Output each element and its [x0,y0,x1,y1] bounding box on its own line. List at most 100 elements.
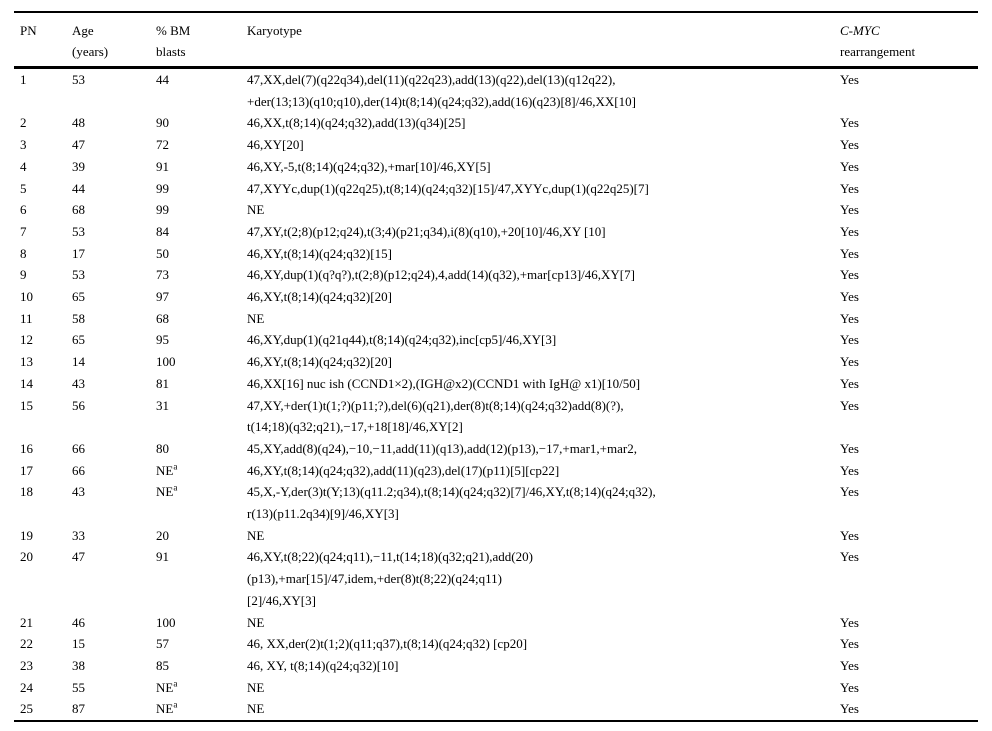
karyotype-line: 46, XY, t(8;14)(q24;q32)[10] [247,657,399,673]
cell-age: 87 [72,701,85,717]
cell-karyotype: 47,XY,+der(1)t(1;?)(p11;?),del(6)(q21),d… [247,395,840,438]
cell-karyotype: NE [247,199,840,221]
cell-age: 46 [72,614,85,630]
karyotype-line: 47,XX,del(7)(q22q34),del(11)(q22q23),add… [247,72,616,87]
cell-age: 39 [72,158,85,174]
cell-age: 66 [72,440,85,456]
cell-age: 68 [72,202,85,218]
karyotype-line: 45,X,-Y,der(3)t(Y;13)(q11.2;q34),t(8;14)… [247,484,656,500]
header-bm-blasts-line1: % BM [156,23,191,38]
cell-cmyc-rearrangement: Yes [840,440,859,456]
cell-bm-blasts: 57 [156,636,169,652]
cell-pn: 21 [20,614,33,630]
cell-pn: 16 [20,440,33,456]
karyotype-line: +der(13;13)(q10;q10),der(14)t(8;14)(q24;… [247,93,636,109]
cell-cmyc-rearrangement: Yes [840,462,859,478]
header-cmyc-line2: rearrangement [840,44,916,59]
cell-pn: 17 [20,462,33,478]
cell-bm-blasts: 31 [156,397,169,413]
cell-cmyc-rearrangement: Yes [840,223,859,239]
cell-karyotype: 47,XX,del(7)(q22q34),del(11)(q22q23),add… [247,69,840,112]
cell-pn: 8 [20,245,27,261]
cell-bm-blasts: 84 [156,223,169,239]
cell-karyotype: 46,XY,t(8;14)(q24;q32)[20] [247,351,840,373]
karyotype-line: [2]/46,XY[3] [247,592,316,608]
cell-pn: 5 [20,180,27,196]
cell-pn: 18 [20,484,33,500]
karyotype-line: 46,XY,t(8;14)(q24;q32)[20] [247,354,392,370]
cell-age: 47 [72,549,85,565]
table-row: 18 43 NEa 45,X,-Y,der(3)t(Y;13)(q11.2;q34),… [14,481,978,524]
cell-cmyc-rearrangement: Yes [840,289,859,305]
cell-pn: 10 [20,289,33,305]
cell-bm-blasts: 99 [156,180,169,196]
header-pn: PN [20,23,37,38]
cell-cmyc-rearrangement: Yes [840,158,859,174]
cell-bm-blasts: 80 [156,440,169,456]
cell-karyotype: 47,XY,t(2;8)(p12;q24),t(3;4)(p21;q34),i(… [247,221,840,243]
cell-pn: 2 [20,115,27,131]
cell-age: 43 [72,484,85,500]
cell-bm-blasts: NEa [156,483,178,500]
header-karyotype: Karyotype [247,23,302,38]
header-age-line2: (years) [72,44,109,59]
header-cmyc-rearrangement: C-MYC rearrangement [840,20,978,62]
cell-age: 48 [72,115,85,131]
cell-age: 43 [72,375,85,391]
cell-cmyc-rearrangement: Yes [840,354,859,370]
cell-pn: 23 [20,657,33,673]
cell-cmyc-rearrangement: Yes [840,310,859,326]
cell-bm-blasts: 95 [156,332,169,348]
karyotype-line: NE [247,202,265,218]
header-bm-blasts: % BM blasts [156,20,247,62]
blasts-footnote-marker: a [173,700,178,711]
header-age-line1: Age [72,23,94,38]
cell-pn: 12 [20,332,33,348]
cell-karyotype: 46,XX[16] nuc ish (CCND1×2),(IGH@x2)(CCN… [247,373,840,395]
cell-bm-blasts: 100 [156,614,176,630]
karyotype-line: 46,XY,t(8;14)(q24;q32),add(11)(q23),del(… [247,462,560,478]
cell-bm-blasts: NEa [156,700,178,717]
patient-karyotype-table: PN Age (years) % BM blasts Karyotype C-M… [14,11,978,723]
cell-bm-blasts: 44 [156,72,169,87]
cell-cmyc-rearrangement: Yes [840,636,859,652]
cell-karyotype: 46,XX,t(8;14)(q24;q32),add(13)(q34)[25] [247,112,840,134]
cell-pn: 14 [20,375,33,391]
header-cmyc-line1: C-MYC [840,23,880,38]
header-bm-blasts-line2: blasts [156,44,186,59]
cell-pn: 13 [20,354,33,370]
cell-karyotype: 46,XY,t(8;22)(q24;q11),−11,t(14;18)(q32;… [247,546,840,611]
cell-cmyc-rearrangement: Yes [840,549,859,565]
karyotype-line: 47,XYYc,dup(1)(q22q25),t(8;14)(q24;q32)[… [247,180,649,196]
cell-pn: 6 [20,202,27,218]
cell-karyotype: NE [247,612,840,634]
cell-age: 56 [72,397,85,413]
cell-bm-blasts: 97 [156,289,169,305]
karyotype-line: 46,XY,dup(1)(q?q?),t(2;8)(p12;q24),4,add… [247,267,635,283]
cell-cmyc-rearrangement: Yes [840,484,859,500]
karyotype-line: 46,XY,t(8;14)(q24;q32)[20] [247,289,392,305]
cell-karyotype: NE [247,308,840,330]
karyotype-line: 46,XY,t(8;22)(q24;q11),−11,t(14;18)(q32;… [247,549,533,565]
cell-karyotype: 46,XY,t(8;14)(q24;q32),add(11)(q23),del(… [247,460,840,482]
cell-cmyc-rearrangement: Yes [840,614,859,630]
cell-age: 53 [72,72,85,87]
cell-pn: 11 [20,310,33,326]
